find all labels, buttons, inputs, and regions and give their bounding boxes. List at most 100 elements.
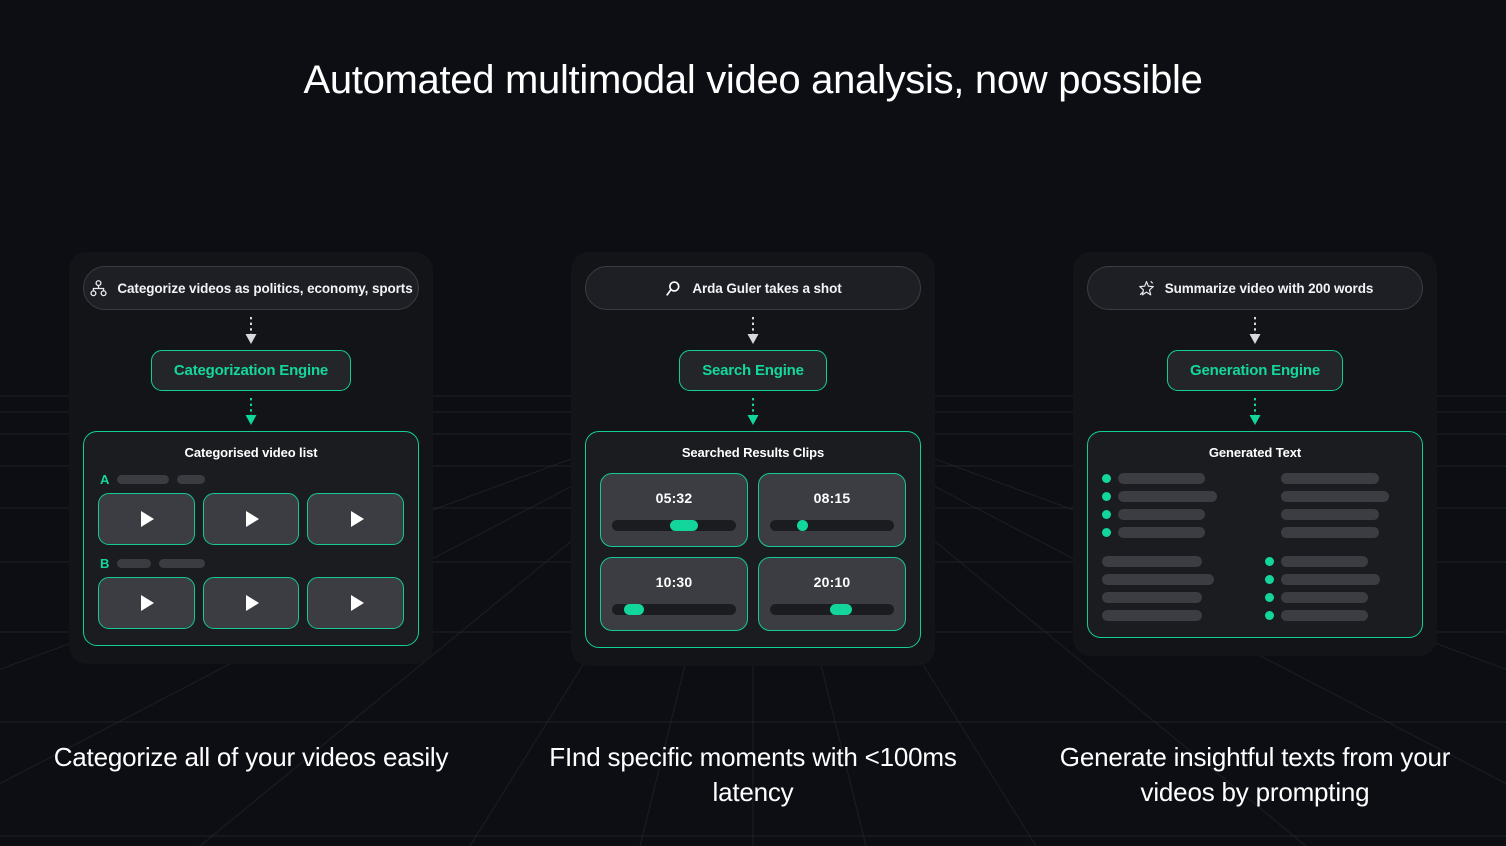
generated-text-block xyxy=(1102,473,1245,538)
play-icon xyxy=(246,511,259,527)
text-placeholder-bar xyxy=(1102,574,1214,585)
generated-text-line xyxy=(1102,610,1245,621)
generated-text-line xyxy=(1102,592,1245,603)
category-hierarchy-icon xyxy=(89,279,108,298)
prompt-pill-categorization[interactable]: Categorize videos as politics, economy, … xyxy=(83,266,419,310)
prompt-pill-generation[interactable]: Summarize video with 200 words xyxy=(1087,266,1423,310)
group-letter: A xyxy=(100,472,110,487)
video-thumbnail[interactable] xyxy=(307,493,405,545)
text-placeholder-bar xyxy=(1102,610,1202,621)
play-icon xyxy=(350,595,364,611)
video-thumbnail[interactable] xyxy=(202,493,300,545)
search-result-clip[interactable]: 10:30 xyxy=(600,557,748,631)
search-result-clip[interactable]: 05:32 xyxy=(600,473,748,547)
result-panel-categorised-videos: Categorised video list A xyxy=(83,431,419,646)
text-placeholder-bar xyxy=(1281,473,1379,484)
search-result-clip[interactable]: 20:10 xyxy=(758,557,906,631)
flow-arrow-to-engine xyxy=(244,316,258,346)
text-placeholder-bar xyxy=(1281,509,1379,520)
card-generation: Summarize video with 200 words Generatio… xyxy=(1073,252,1437,656)
text-placeholder-bar xyxy=(1281,592,1368,603)
play-icon xyxy=(141,595,155,611)
engine-chip-categorization[interactable]: Categorization Engine xyxy=(150,350,352,391)
generated-text-line xyxy=(1265,491,1408,502)
generated-text-block xyxy=(1102,556,1245,621)
prompt-pill-search[interactable]: Arda Guler takes a shot xyxy=(585,266,921,310)
placeholder-bar xyxy=(159,559,206,568)
search-icon xyxy=(664,279,683,298)
placeholder-bar xyxy=(177,475,206,484)
panel-title: Searched Results Clips xyxy=(681,445,825,460)
video-thumbnail[interactable] xyxy=(202,577,300,629)
text-placeholder-bar xyxy=(1102,556,1202,567)
caption-generation: Generate insightful texts from your vide… xyxy=(1059,742,1451,808)
group-header: A xyxy=(98,473,404,486)
panel-title: Categorised video list xyxy=(184,445,318,460)
video-thumbnail[interactable] xyxy=(98,577,195,629)
flow-arrow-to-result xyxy=(244,397,258,427)
bullet-dot-icon xyxy=(1102,528,1111,537)
engine-chip-search[interactable]: Search Engine xyxy=(679,350,827,391)
generated-text-line xyxy=(1102,491,1245,502)
engine-chip-generation[interactable]: Generation Engine xyxy=(1167,350,1343,391)
clip-timeline[interactable] xyxy=(770,603,894,615)
clip-timeline[interactable] xyxy=(612,603,736,615)
text-placeholder-bar xyxy=(1118,491,1217,502)
video-group-b: B xyxy=(98,557,405,629)
play-icon xyxy=(246,595,259,611)
text-placeholder-bar xyxy=(1118,527,1205,538)
bullet-dot-icon xyxy=(1102,510,1111,519)
result-panel-generated-text: Generated Text xyxy=(1087,431,1423,638)
text-placeholder-bar xyxy=(1281,610,1368,621)
feature-captions: Categorize all of your videos easily FIn… xyxy=(0,740,1506,810)
clip-timestamp: 08:15 xyxy=(813,489,851,506)
page-title: Automated multimodal video analysis, now… xyxy=(303,58,1203,102)
prompt-text: Summarize video with 200 words xyxy=(1164,280,1374,296)
search-result-clip[interactable]: 08:15 xyxy=(758,473,906,547)
clip-match-segment xyxy=(670,519,698,531)
group-letter: B xyxy=(100,556,110,571)
card-search: Arda Guler takes a shot Search Engine xyxy=(571,252,935,666)
bullet-dot-icon xyxy=(1102,492,1111,501)
clip-match-segment xyxy=(797,519,809,531)
caption-categorization: Categorize all of your videos easily xyxy=(53,742,449,772)
generated-text-line xyxy=(1265,473,1408,484)
flow-arrow-to-result xyxy=(1248,397,1262,427)
generated-text-line xyxy=(1265,509,1408,520)
result-panel-searched-clips: Searched Results Clips 05:32 08:15 xyxy=(585,431,921,648)
video-thumbnail[interactable] xyxy=(98,493,195,545)
text-placeholder-bar xyxy=(1281,556,1368,567)
prompt-text: Categorize videos as politics, economy, … xyxy=(117,280,413,296)
text-placeholder-bar xyxy=(1281,491,1389,502)
clip-timestamp: 20:10 xyxy=(813,573,851,590)
generated-text-line xyxy=(1102,509,1245,520)
generated-text-line xyxy=(1102,473,1245,484)
video-thumbnail[interactable] xyxy=(307,577,405,629)
flow-arrow-to-engine xyxy=(746,316,760,346)
bullet-dot-icon xyxy=(1265,575,1274,584)
card-categorization: Categorize videos as politics, economy, … xyxy=(69,252,433,664)
play-icon xyxy=(141,511,155,527)
text-placeholder-bar xyxy=(1281,574,1380,585)
video-group-a: A xyxy=(98,473,405,545)
generated-text-line xyxy=(1102,527,1245,538)
generated-text-line xyxy=(1265,556,1408,567)
flow-arrow-to-result xyxy=(746,397,760,427)
generated-text-grid xyxy=(1102,473,1408,621)
clip-timestamp: 05:32 xyxy=(655,489,693,506)
flow-arrow-to-engine xyxy=(1248,316,1262,346)
play-icon xyxy=(350,511,364,527)
panel-title: Generated Text xyxy=(1208,445,1302,460)
prompt-text: Arda Guler takes a shot xyxy=(692,280,842,296)
generated-text-line xyxy=(1265,574,1408,585)
group-header: B xyxy=(98,557,404,570)
clip-timeline[interactable] xyxy=(770,519,894,531)
thumbnail-row xyxy=(98,577,405,629)
bullet-dot-icon xyxy=(1265,593,1274,602)
text-placeholder-bar xyxy=(1281,527,1379,538)
clip-timeline[interactable] xyxy=(612,519,736,531)
generated-text-block xyxy=(1265,556,1408,621)
clip-match-segment xyxy=(829,603,852,615)
generated-text-line xyxy=(1265,610,1408,621)
